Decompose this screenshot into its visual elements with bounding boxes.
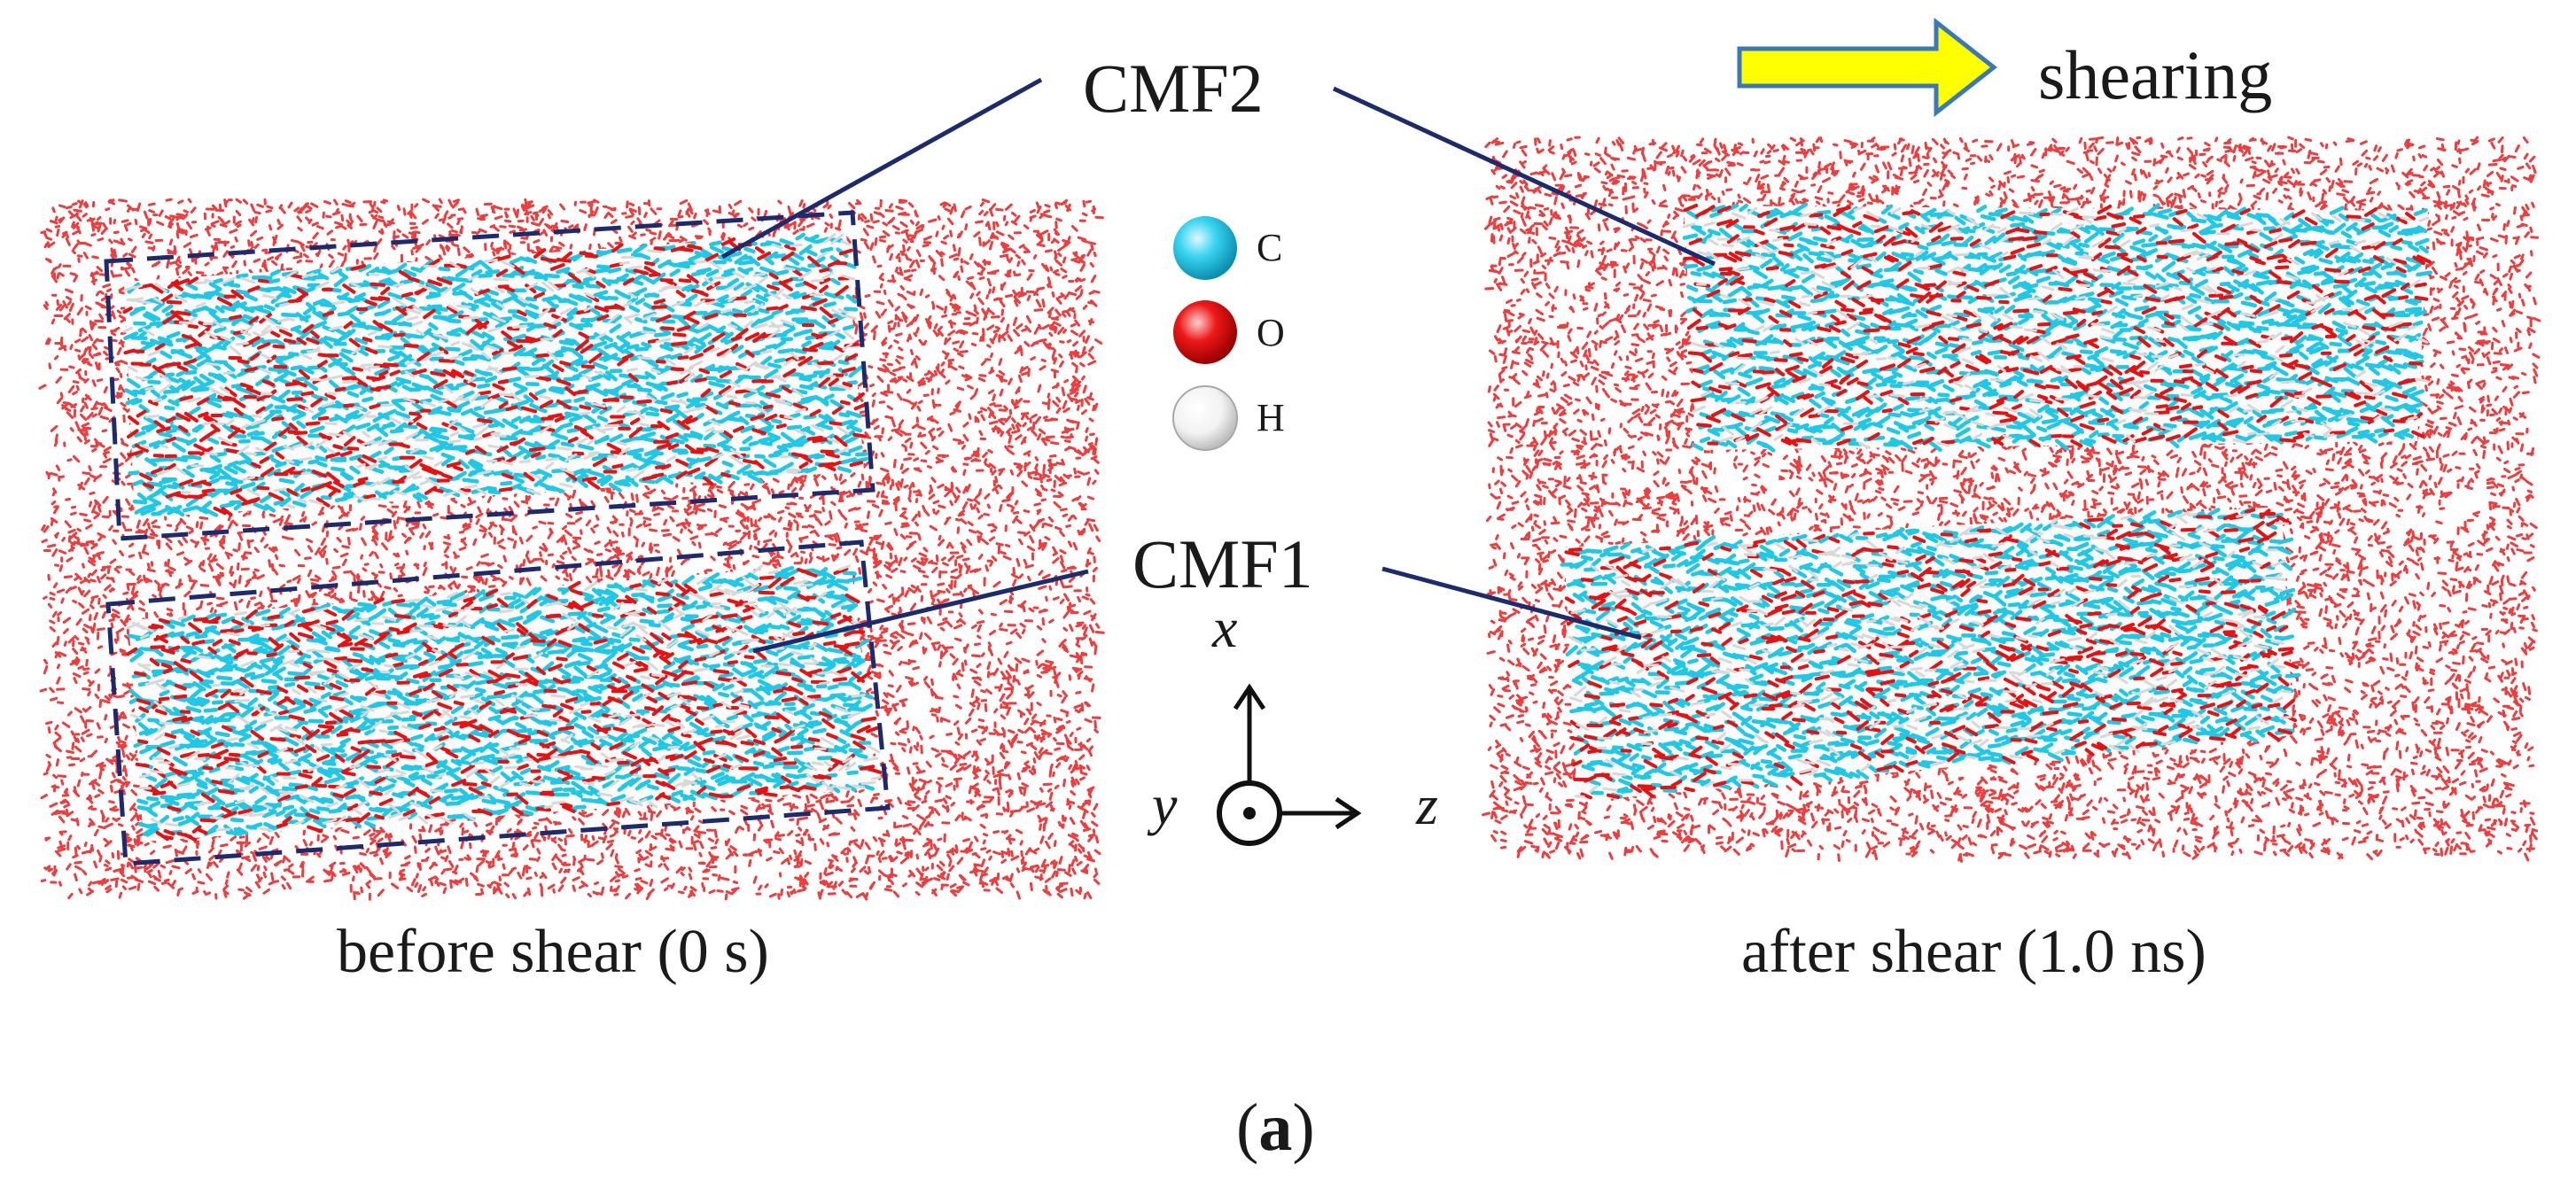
axis-x-label: x (1212, 596, 1238, 659)
cmf1-callout-line-left (752, 569, 1089, 654)
legend-hydrogen-label: H (1257, 396, 1285, 439)
panel-label: (a) (1236, 1090, 1315, 1165)
cmf2-label: CMF2 (1083, 50, 1264, 127)
axis-y-label: y (1152, 773, 1178, 836)
cmf1-label: CMF1 (1132, 525, 1313, 602)
cmf2-callout-line-right (1332, 86, 1716, 267)
legend-oxygen-label: O (1257, 311, 1285, 354)
cmf2-initial-outline (104, 210, 876, 541)
cmf1-callout-line-right (1381, 566, 1642, 640)
legend-carbon-label: C (1257, 226, 1283, 269)
before-shear-caption: before shear (0 s) (337, 918, 769, 986)
after-shear-caption: after shear (1.0 ns) (1741, 918, 2206, 986)
axis-z-label: z (1416, 773, 1438, 836)
shear-direction-arrow (1737, 17, 1998, 118)
legend-carbon-sphere (1173, 216, 1237, 280)
shearing-label: shearing (2038, 36, 2273, 113)
legend-oxygen-sphere (1173, 300, 1237, 364)
out-of-plane-icon (1217, 780, 1282, 846)
cellulose-fibrils (122, 202, 2433, 842)
legend-hydrogen-sphere (1172, 385, 1238, 451)
cmf2-callout-line-left (720, 77, 1043, 260)
cmf1-initial-outline (105, 539, 891, 866)
